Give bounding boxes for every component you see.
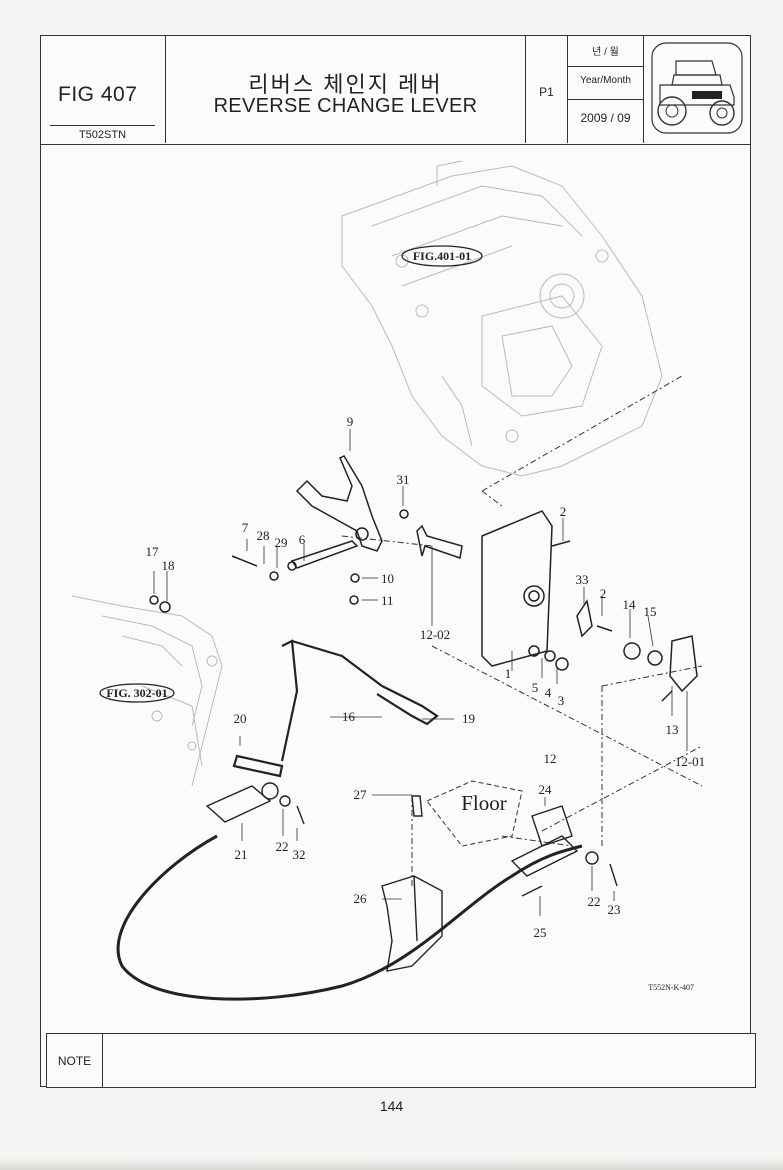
fig-302-01-ref: FIG. 302-01 bbox=[106, 686, 167, 700]
part-label-26: 26 bbox=[354, 891, 368, 906]
part-label-12-01: 12-01 bbox=[675, 754, 705, 769]
part-label-16: 16 bbox=[342, 709, 356, 724]
part-label-29: 29 bbox=[275, 535, 288, 550]
part-label-2-upper: 2 bbox=[560, 504, 567, 519]
part-label-14: 14 bbox=[623, 597, 637, 612]
page-cell: P1 bbox=[526, 35, 568, 143]
page-label: P1 bbox=[539, 85, 554, 99]
date-divider bbox=[568, 66, 643, 67]
date-value: 2009 / 09 bbox=[580, 111, 631, 125]
date-label-english: Year/Month bbox=[580, 75, 631, 86]
page-number: 144 bbox=[379, 1098, 404, 1114]
part-label-19: 19 bbox=[462, 711, 475, 726]
page-frame bbox=[40, 35, 751, 1087]
part-label-22-right: 22 bbox=[588, 894, 601, 909]
part-label-17: 17 bbox=[146, 544, 160, 559]
cable-ends bbox=[205, 782, 618, 897]
title-korean: 리버스 체인지 레버 bbox=[248, 72, 443, 97]
part-number-labels: 9 31 2 33 2 14 15 7 28 29 6 10 11 17 18 … bbox=[146, 414, 706, 940]
frame-sketch bbox=[71, 595, 223, 787]
part-label-11: 11 bbox=[381, 593, 394, 608]
floor-plate-outline bbox=[426, 780, 523, 847]
part-label-33: 33 bbox=[576, 572, 589, 587]
part-label-12-02: 12-02 bbox=[420, 627, 450, 642]
figure-cell: FIG 407 T502STN bbox=[40, 35, 166, 143]
tractor-icon bbox=[651, 42, 743, 134]
assembly-lines bbox=[341, 375, 703, 886]
part-label-23: 23 bbox=[608, 902, 621, 917]
part-label-4: 4 bbox=[545, 685, 552, 700]
model-divider bbox=[50, 125, 155, 126]
figure-references: FIG.401-01 FIG. 302-01 bbox=[99, 245, 483, 703]
fig-401-01-ref: FIG.401-01 bbox=[413, 249, 471, 263]
part-label-3: 3 bbox=[558, 693, 565, 708]
date-label-korean: 년 / 월 bbox=[592, 47, 619, 58]
part-label-1: 1 bbox=[505, 666, 512, 681]
floor-label: Floor bbox=[461, 791, 507, 815]
date-divider bbox=[568, 99, 643, 100]
title-cell: 리버스 체인지 레버 REVERSE CHANGE LEVER bbox=[166, 35, 526, 143]
part-label-6: 6 bbox=[299, 532, 306, 547]
part-label-31: 31 bbox=[397, 472, 410, 487]
figure-number: FIG 407 bbox=[58, 83, 138, 106]
date-cell: 년 / 월 Year/Month 2009 / 09 bbox=[568, 35, 644, 143]
part-label-5: 5 bbox=[532, 680, 539, 695]
tractor-icon-cell bbox=[644, 35, 751, 143]
part-label-20: 20 bbox=[234, 711, 247, 726]
drawing-code: T552N-K-407 bbox=[648, 983, 694, 992]
part-label-28: 28 bbox=[257, 528, 270, 543]
title-english: REVERSE CHANGE LEVER bbox=[213, 95, 478, 117]
part-label-27: 27 bbox=[354, 787, 368, 802]
part-label-13: 13 bbox=[666, 722, 679, 737]
part-label-15: 15 bbox=[644, 604, 657, 619]
part-label-9: 9 bbox=[347, 414, 354, 429]
reverse-lever-parts bbox=[149, 455, 698, 702]
part-label-24: 24 bbox=[539, 782, 553, 797]
cable-bracket bbox=[381, 795, 443, 972]
part-label-22-left: 22 bbox=[276, 839, 289, 854]
header-block: FIG 407 T502STN 리버스 체인지 레버 REVERSE CHANG… bbox=[40, 35, 751, 145]
part-label-10: 10 bbox=[381, 571, 394, 586]
part-label-2-lower: 2 bbox=[600, 586, 607, 601]
transmission-housing-sketch bbox=[341, 160, 663, 477]
part-label-18: 18 bbox=[162, 558, 175, 573]
part-label-7: 7 bbox=[242, 520, 249, 535]
scan-edge bbox=[0, 1158, 783, 1170]
part-label-32: 32 bbox=[293, 847, 306, 862]
shift-rod bbox=[232, 639, 439, 778]
note-label: NOTE bbox=[47, 1034, 103, 1087]
note-row: NOTE bbox=[46, 1033, 756, 1088]
model-code: T502STN bbox=[78, 129, 127, 141]
part-label-21: 21 bbox=[235, 847, 248, 862]
control-cable bbox=[116, 834, 583, 1001]
part-label-12: 12 bbox=[544, 751, 557, 766]
part-label-25: 25 bbox=[534, 925, 547, 940]
exploded-parts-diagram: FIG.401-01 FIG. 302-01 Floor T552N-K-407 bbox=[71, 160, 706, 1001]
leader-lines bbox=[153, 429, 688, 916]
